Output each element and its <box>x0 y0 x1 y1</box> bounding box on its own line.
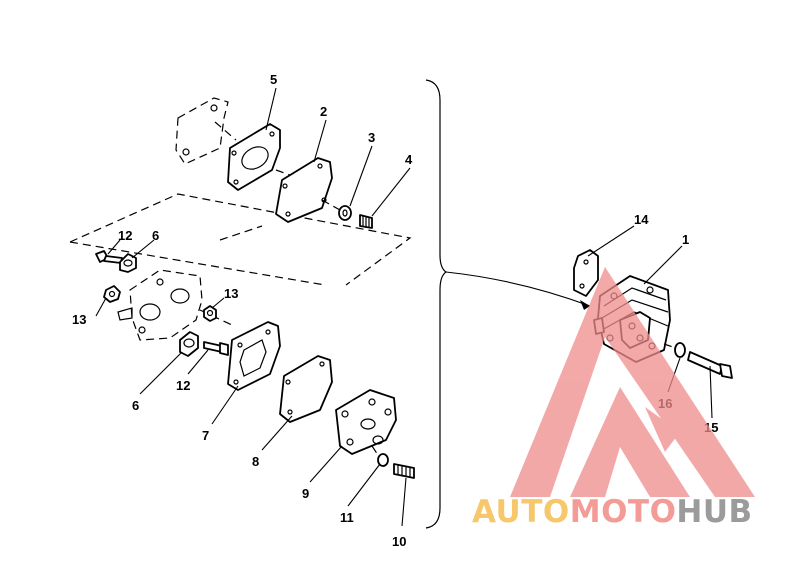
part-5-cover-dashed <box>175 97 237 165</box>
part-9-cover <box>335 389 397 455</box>
callout-3: 3 <box>368 130 375 145</box>
part-13-nut-right <box>203 305 217 322</box>
automotohub-logo-watermark <box>510 267 755 497</box>
part-6-spacer-upper <box>119 253 137 273</box>
brand-auto: AUTO <box>472 494 570 530</box>
callout-10: 10 <box>392 534 406 549</box>
part-7-gasket <box>227 321 281 391</box>
callout-12-upper: 12 <box>118 228 132 243</box>
callout-14: 14 <box>634 212 649 227</box>
callout-11: 11 <box>340 510 354 525</box>
callout-6-upper: 6 <box>152 228 159 243</box>
leader-lines <box>95 87 713 527</box>
callout-12-lower: 12 <box>176 378 190 393</box>
assembly-arrow <box>445 271 591 310</box>
part-3-washer <box>338 205 352 221</box>
part-15-bolt <box>687 351 733 379</box>
pump-body-dashed <box>117 269 233 341</box>
callout-8: 8 <box>252 454 259 469</box>
part-8-diaphragm <box>279 355 333 423</box>
axis-line-9-11 <box>371 445 381 459</box>
callout-9: 9 <box>302 486 309 501</box>
axis-line-1-16 <box>663 343 677 349</box>
part-2-diaphragm <box>275 157 333 223</box>
brand-moto: MOTO <box>569 494 677 530</box>
callout-5: 5 <box>270 72 277 87</box>
part-10-screw <box>393 463 415 479</box>
callout-2: 2 <box>320 104 327 119</box>
callout-13-right: 13 <box>224 286 238 301</box>
part-13-nut-left <box>103 285 121 303</box>
part-4-screw <box>359 214 373 229</box>
part-12-screw-lower <box>203 341 229 356</box>
callout-13-left: 13 <box>72 312 86 327</box>
callout-1: 1 <box>682 232 689 247</box>
part-11-washer <box>377 453 389 467</box>
callout-6-lower: 6 <box>132 398 139 413</box>
brand-hub: HUB <box>676 494 753 530</box>
automotohub-wordmark: AUTOMOTOHUB <box>472 497 753 528</box>
part-14-gasket <box>573 249 599 297</box>
part-16-washer <box>674 342 686 358</box>
group-brace <box>425 79 448 529</box>
callout-4: 4 <box>405 152 413 167</box>
part-6-spacer-lower <box>179 331 199 357</box>
axis-line-2-3 <box>321 199 341 211</box>
part-5-gasket <box>227 123 281 191</box>
callout-7: 7 <box>202 428 209 443</box>
